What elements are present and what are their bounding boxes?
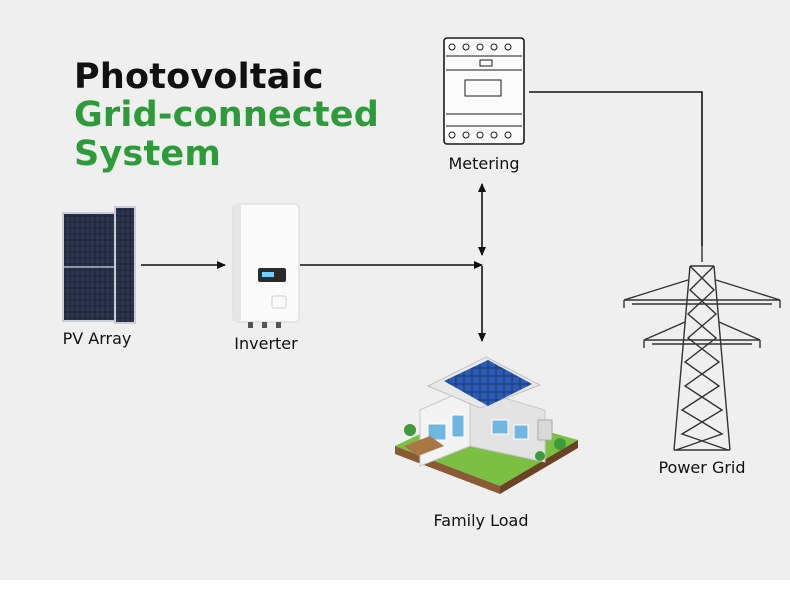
- title-line-3: System: [74, 134, 221, 174]
- power-grid-label: Power Grid: [658, 458, 746, 477]
- transmission-tower-icon: [623, 246, 781, 451]
- meter-to-grid-line: [529, 91, 703, 246]
- house-icon: [395, 356, 578, 494]
- electric-meter-icon: [443, 37, 525, 145]
- inverter-label: Inverter: [234, 334, 298, 353]
- family-load-label: Family Load: [433, 511, 529, 530]
- solar-panel-icon: [62, 206, 136, 324]
- connector-lines: [141, 91, 703, 342]
- inverter-icon: [232, 203, 300, 328]
- title-line-2: Grid-connected: [74, 95, 379, 135]
- title-line-1: Photovoltaic: [74, 57, 324, 97]
- pv-array-label: PV Array: [62, 329, 132, 348]
- metering-label: Metering: [448, 154, 520, 173]
